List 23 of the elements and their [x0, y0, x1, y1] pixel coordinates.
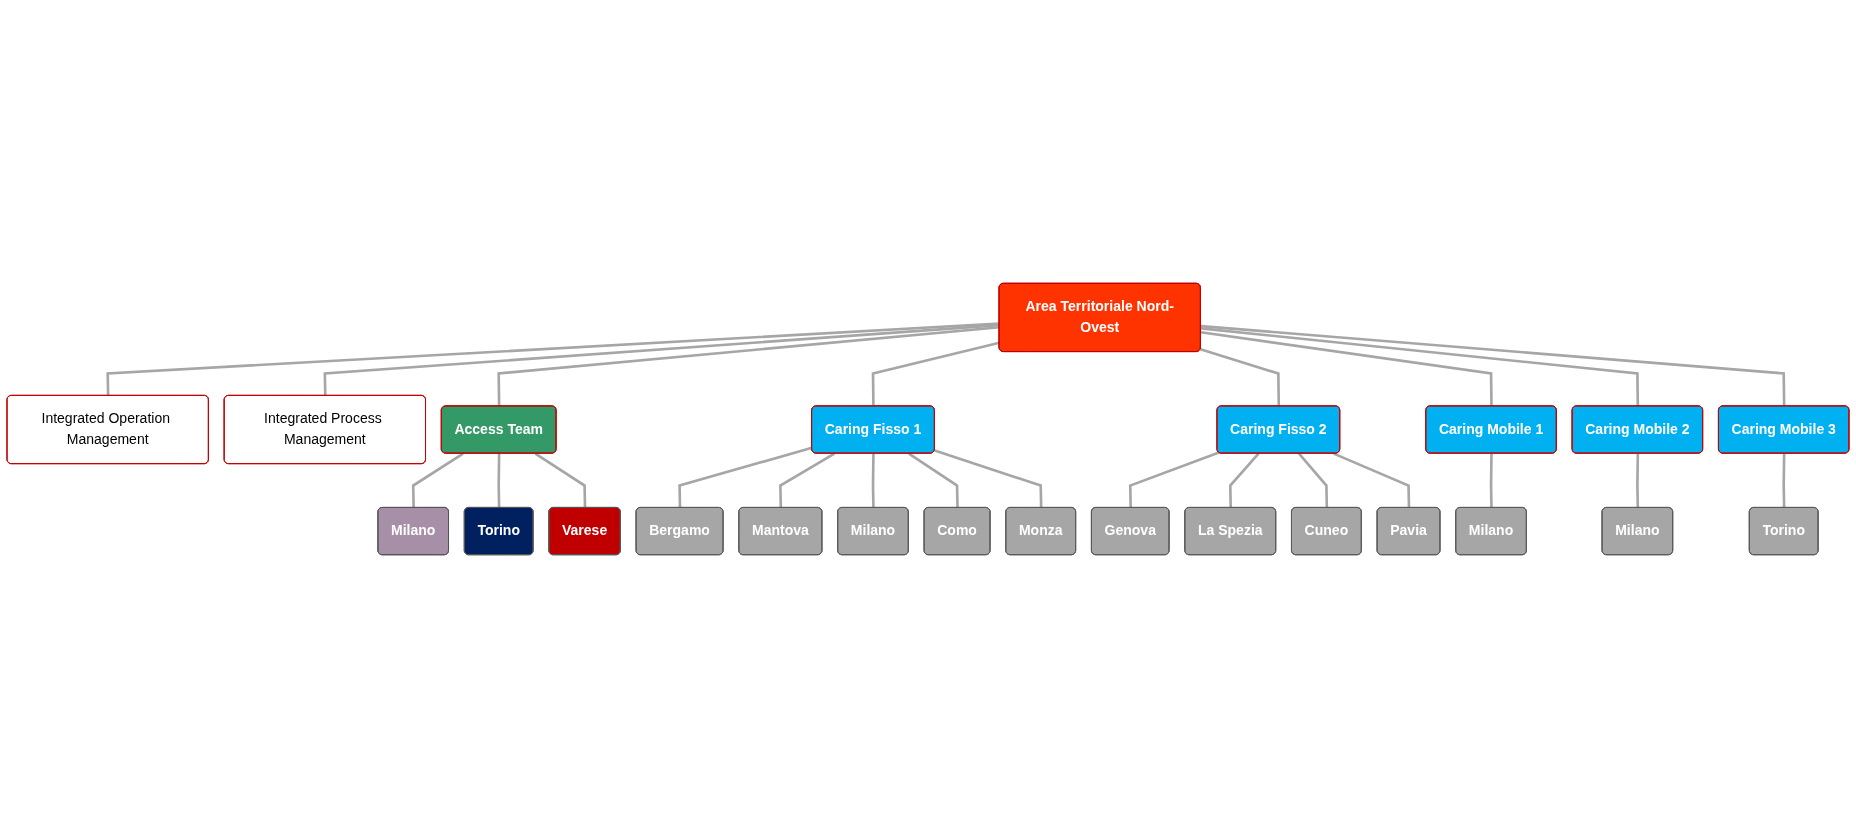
connector	[497, 325, 1000, 407]
connector	[779, 452, 836, 508]
connector	[1782, 453, 1786, 508]
connector	[1636, 453, 1640, 508]
connector	[1200, 348, 1281, 407]
connector	[411, 452, 464, 508]
connector	[106, 322, 1000, 396]
connector	[1128, 451, 1220, 508]
connector	[1228, 452, 1260, 508]
connector	[678, 446, 813, 508]
connector	[1200, 327, 1640, 407]
connector	[534, 452, 587, 508]
connector	[497, 453, 501, 508]
connector	[1298, 452, 1329, 508]
connector	[1333, 452, 1411, 508]
connector	[908, 452, 959, 508]
connector	[1200, 331, 1493, 407]
connector	[323, 323, 1000, 396]
connector	[871, 453, 875, 508]
connector	[1489, 453, 1493, 508]
connector	[934, 449, 1043, 508]
connector	[1200, 324, 1786, 407]
connector	[871, 341, 1000, 407]
